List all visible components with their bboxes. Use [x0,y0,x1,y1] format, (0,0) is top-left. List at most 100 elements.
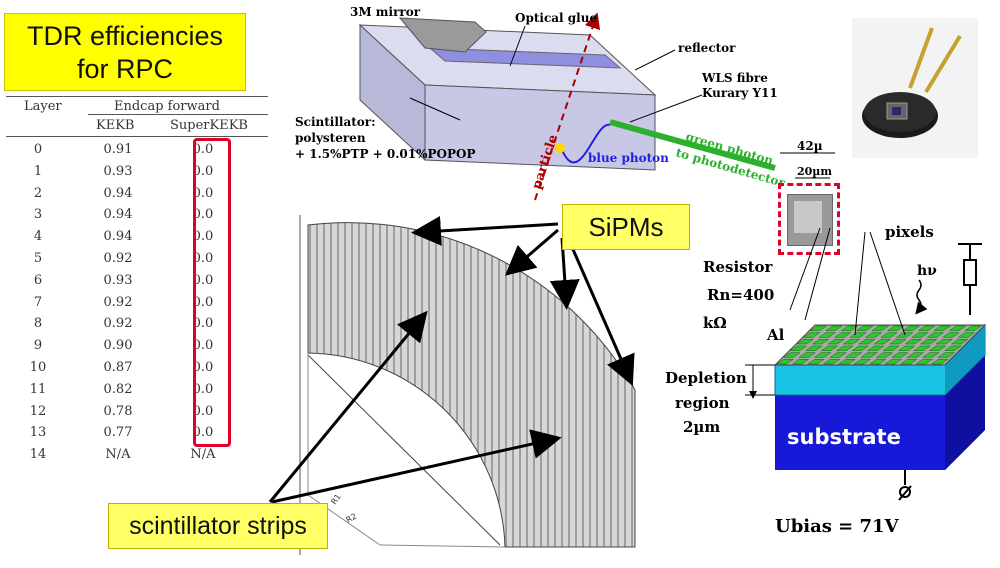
depletion-label-1: Depletion [665,369,747,387]
sipm-photo [852,18,978,158]
title-line-1: TDR efficiencies [26,21,224,51]
table-cell-layer: 0 [33,142,43,157]
pixel-cell [838,359,856,365]
pixel-cell [813,352,832,358]
pixel-cell [888,339,907,345]
arrow-sipm-1 [411,215,559,246]
table-cell-kekb: 0.93 [103,163,133,179]
pixel-cell [782,352,801,358]
table-cell-layer: 1 [33,163,43,179]
terminal-slash [898,485,912,501]
substrate-label: substrate [787,425,901,449]
pixel-cell [858,339,876,345]
pixel-cell [884,359,903,365]
pixel-cell [807,359,825,365]
table-cell-kekb: 0.78 [103,403,133,419]
table-cell-superkekb: N/A [190,447,216,463]
inner-frame [307,353,506,548]
scintillator-block-diagram: 3M mirror Optical glue reflector WLS fib… [295,5,787,201]
table-cell-superkekb: 0.0 [192,294,214,310]
pixel-cell [789,345,808,351]
pixel-cell [886,325,905,331]
table-cell-superkekb: 0.0 [192,251,214,266]
pixel-cell [948,325,967,331]
table-cell-superkekb: 0.0 [192,338,214,354]
table-cell-layer: 8 [33,316,43,332]
table-cell-layer: 12 [29,403,47,419]
pixel-cell [928,345,947,351]
sector-divider [307,354,501,546]
pixel-cell [950,339,969,345]
pixel-cell [798,352,817,358]
header-superkekb: SuperKEKB [170,118,248,133]
pixel-cell [935,339,954,345]
pixel-cell [941,332,960,338]
table-cell-layer: 11 [29,381,47,397]
inset-pointer-1 [789,227,821,311]
pixel-cell [944,345,962,351]
blue-photon-label: blue photon [588,151,669,165]
table-cell-superkekb: 0.0 [192,163,214,179]
pixel-cell [937,352,956,358]
table-cell-kekb: 0.93 [103,272,133,288]
pixel-cell [926,332,945,338]
bias-terminal-icon [899,486,911,498]
pixel-cell [855,325,874,331]
table-cell-superkekb: 0.0 [192,229,214,245]
pixel-cell [919,339,938,345]
table-cell-kekb: 0.90 [103,338,133,354]
scintillator-strips-callout: scintillator strips [108,503,328,549]
resistor-label-1: Resistor [703,258,774,276]
table-cell-superkekb: 0.0 [192,381,214,397]
table-cell-superkekb: 0.0 [192,403,214,419]
pixel-cell [824,325,843,331]
sipm-cross-section: 42µ 20µm pixels hν Resistor Rn=400 kΩ Al… [665,140,987,537]
mirror-icon [398,17,487,53]
pixel-cell [853,359,872,365]
table-cell-kekb: 0.91 [103,142,133,157]
table-cell-kekb: 0.94 [103,229,133,245]
scint-label-3: + 1.5%PTP + 0.01%POPOP [295,147,476,161]
table-cell-superkekb: 0.0 [192,425,214,441]
pixel-cell [899,359,918,365]
pixel-cell [873,339,892,345]
table-cell-superkekb: 0.0 [192,272,214,288]
pixel-cell [851,345,870,351]
sipm-pixel-inset [778,183,840,255]
mirror-label: 3M mirror [350,5,421,19]
pixel-cell [930,359,949,365]
pixel-cell [902,325,921,331]
pixel-cell [933,325,952,331]
pixel-cell [860,352,878,358]
arrow-sipm-4 [566,237,635,386]
header-endcap: Endcap forward [114,99,220,114]
pixel-grid [776,325,982,365]
pixels-pointer-2 [869,231,906,336]
pixel-cell [849,332,868,338]
pixel-cell [796,339,815,345]
pixel-cell [868,359,887,365]
pixel-cell [818,332,837,338]
table-cell-superkekb: 0.0 [192,142,214,157]
pixel-cell [921,352,940,358]
pixel-cell [871,325,890,331]
pixel-cell [835,345,854,351]
inset-pointer-2 [804,227,831,321]
fibre-pointer [629,94,703,123]
table-cell-kekb: 0.82 [103,381,133,397]
pixel-cell [842,339,861,345]
table-cell-superkekb: 0.0 [192,185,214,201]
arrow-strip-2 [271,429,562,504]
pixel-cell [804,345,823,351]
pixel-cell [913,345,932,351]
table-cell-superkekb: 0.0 [192,360,214,375]
table-cell-superkekb: 0.0 [192,316,214,332]
pixel-cell [809,325,828,331]
pixel-cell [866,345,885,351]
ubias-label: Ubias = 71V [775,516,900,537]
table-cell-superkekb: 0.0 [192,207,214,223]
table-cell-layer: 6 [33,272,43,288]
pixel-cell [827,339,845,345]
scint-label-1: Scintillator: [295,115,376,129]
